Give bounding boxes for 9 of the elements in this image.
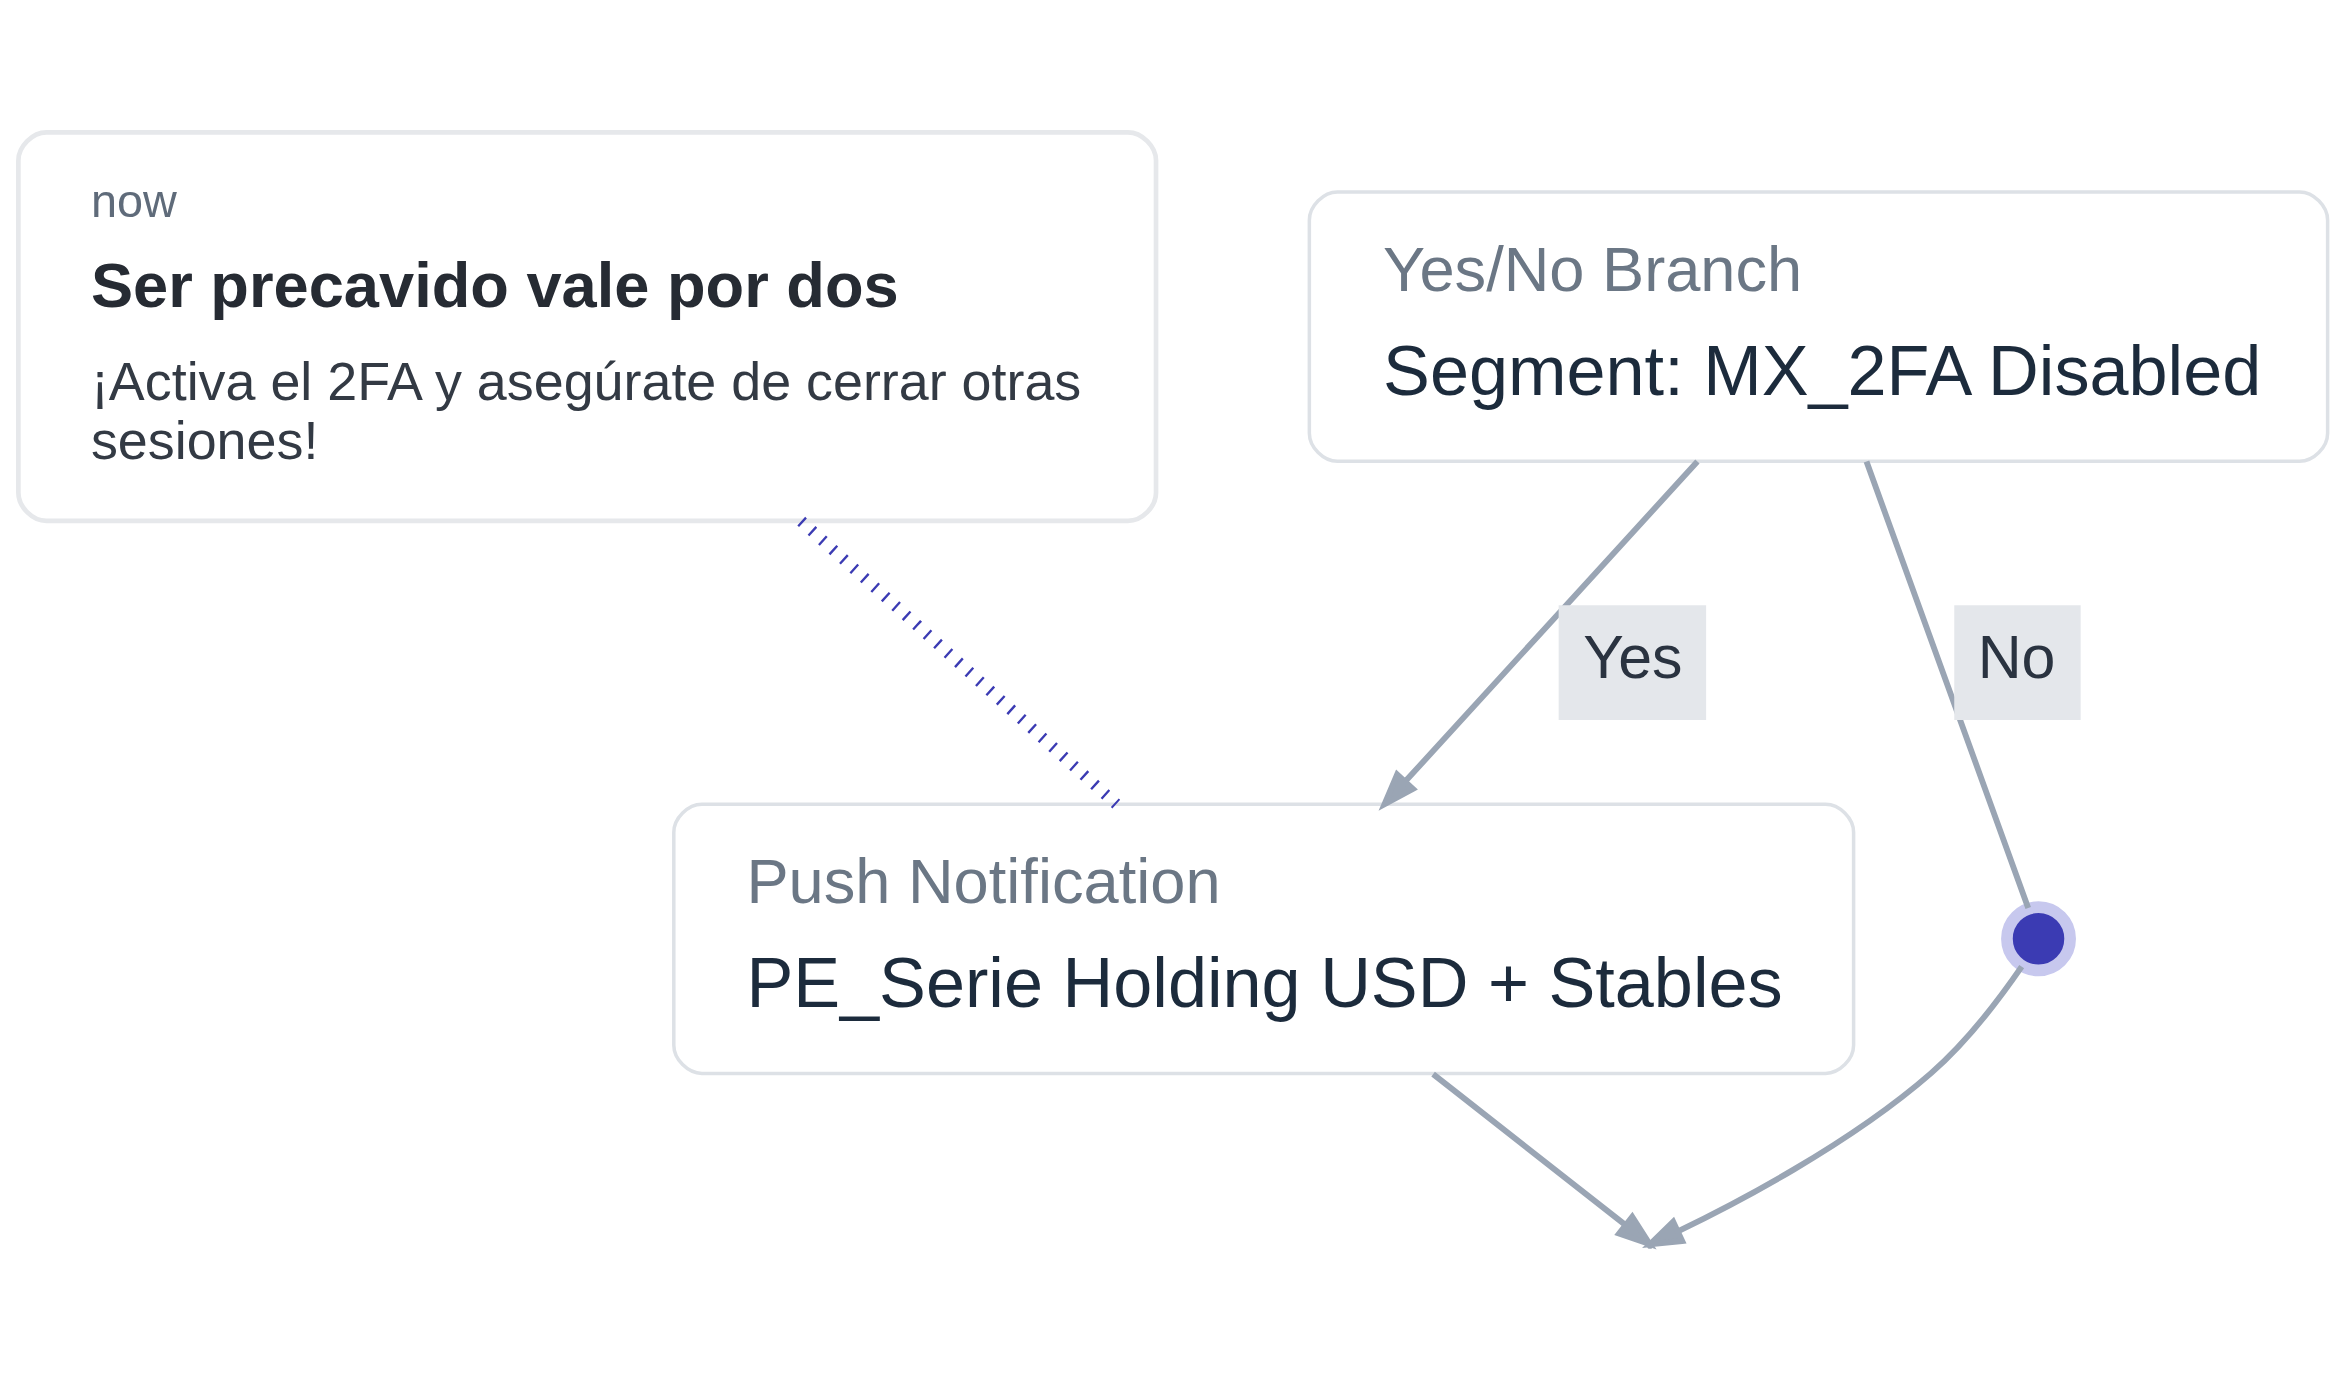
node-box: Yes/No Branch Segment: MX_2FA Disabled — [1307, 190, 2330, 463]
node-box: Push Notification PE_Serie Holding USD + Stables — [672, 802, 1856, 1076]
edge-label: No — [1977, 623, 2056, 692]
node-box: now Ser precavido vale por dos ¡Activa el 2FA y asegúrate de cerrar otras sesiones! — [16, 130, 1159, 524]
connector — [797, 516, 1121, 809]
node-circle — [2001, 901, 2076, 977]
connector — [1863, 460, 2031, 909]
arrow — [1378, 459, 1700, 811]
edge-label: Yes — [1583, 623, 1683, 692]
